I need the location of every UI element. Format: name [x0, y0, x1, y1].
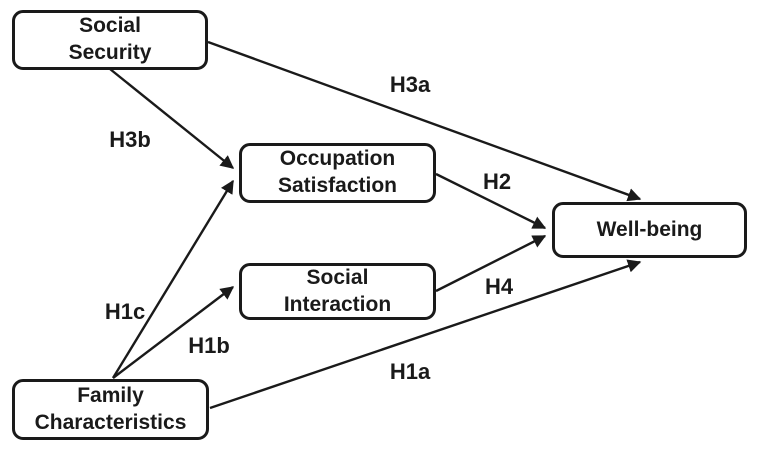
edge-label-h3a: H3a [389, 72, 431, 97]
edge-h1c [111, 179, 235, 379]
edge-h1b [112, 286, 235, 379]
edge-h4 [435, 234, 547, 293]
edge-label-h3b: H3b [109, 127, 151, 152]
edge-h3a [207, 40, 642, 202]
edge-label-h1c: H1c [104, 299, 146, 324]
node-occupation-satisfaction: Occupation Satisfaction [239, 143, 436, 203]
edge-h1a [209, 259, 642, 410]
node-well-being: Well-being [552, 202, 747, 258]
edge-label-h4: H4 [484, 274, 514, 299]
edge-h3b [109, 68, 235, 169]
edge-h2 [435, 172, 547, 230]
edge-label-h1b: H1b [188, 333, 230, 358]
edge-label-h2: H2 [482, 169, 512, 194]
node-social-interaction: Social Interaction [239, 263, 436, 320]
node-social-security: Social Security [12, 10, 208, 70]
edge-label-h1a: H1a [389, 359, 431, 384]
node-family-characteristics: Family Characteristics [12, 379, 209, 440]
